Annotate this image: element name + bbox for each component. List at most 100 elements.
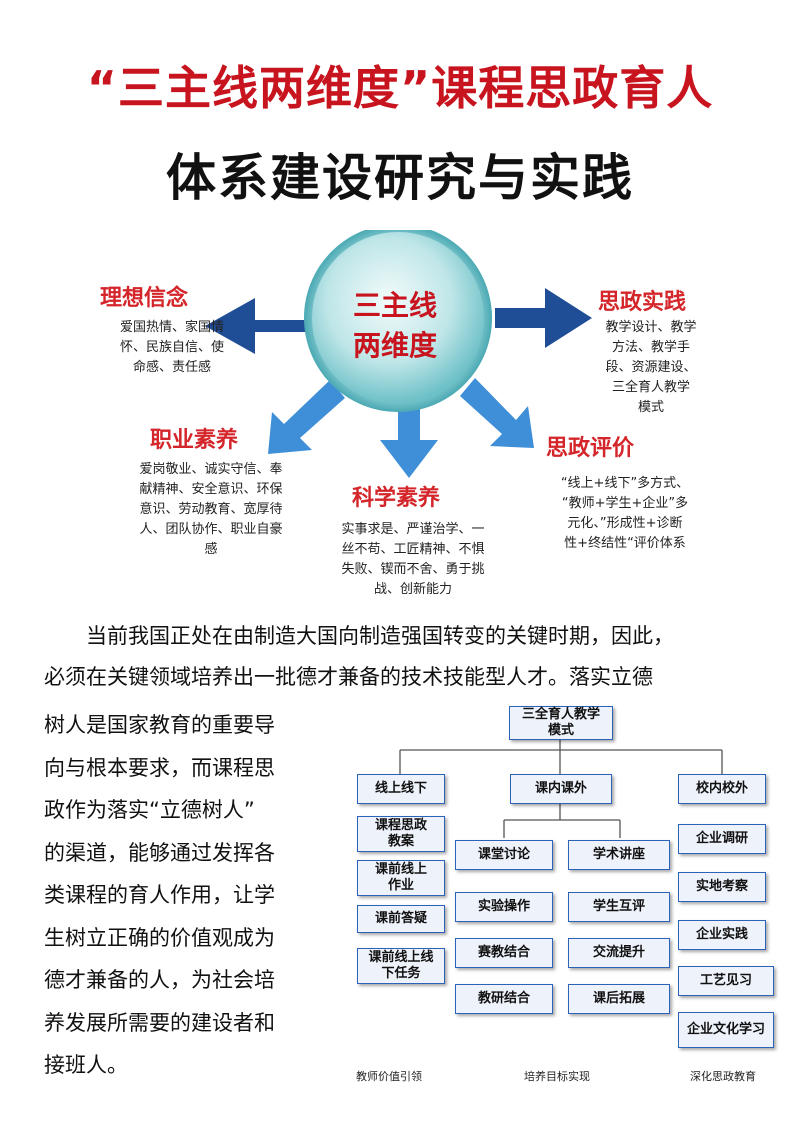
arrow-down-left bbox=[268, 380, 345, 454]
hub-center-text: 三主线 两维度 bbox=[320, 286, 470, 366]
node-desc-line: 献精神、安全意识、环保 bbox=[139, 482, 283, 497]
paragraph-line: 的渠道，能够通过发挥各 bbox=[44, 840, 275, 865]
org-item: 工艺见习 bbox=[678, 966, 774, 996]
org-item: 学生互评 bbox=[568, 892, 670, 922]
org-branch-inclass: 课内课外 bbox=[510, 774, 612, 804]
page-title-line2: 体系建设研究与实践 bbox=[166, 149, 634, 207]
org-caption: 教师价值引领 bbox=[356, 1070, 422, 1083]
node-desc-line: 人、团队协作、职业自豪 bbox=[139, 522, 283, 537]
paragraph-line: 养发展所需要的建设者和 bbox=[44, 1010, 275, 1035]
org-item-label: 课前答疑 bbox=[374, 911, 427, 926]
org-root: 三全育人教学模式 bbox=[509, 706, 613, 740]
paragraph-line: 生树立正确的价值观成为 bbox=[44, 925, 275, 950]
org-item-label: 学术讲座 bbox=[592, 847, 645, 862]
org-item-label: 交流提升 bbox=[592, 945, 645, 960]
org-item: 教研结合 bbox=[455, 984, 553, 1014]
paragraph-line: 接班人。 bbox=[44, 1053, 128, 1077]
node-desc-line: “线上+线下”多方式、 bbox=[560, 476, 690, 491]
paragraph-line: 必须在关键领域培养出一批德才兼备的技术技能型人才。落实立德 bbox=[44, 665, 653, 689]
node-desc-line: 教学设计、教学 bbox=[605, 320, 697, 335]
org-item: 课前线上线下任务 bbox=[357, 948, 445, 984]
node-desc-line: 模式 bbox=[637, 400, 664, 415]
org-item-label: 企业文化学习 bbox=[686, 1022, 765, 1037]
node-desc-line: 怀、民族自信、使 bbox=[119, 340, 224, 355]
org-item-label: 课堂讨论 bbox=[477, 847, 530, 862]
node-desc-lixiang: 爱国热情、家国情 怀、民族自信、使 命感、责任感 bbox=[92, 318, 252, 378]
node-desc-line: 意识、劳动教育、宽厚待 bbox=[139, 502, 283, 517]
org-item: 课前答疑 bbox=[357, 905, 445, 933]
node-desc-line: 失败、锲而不舍、勇于挑 bbox=[341, 562, 485, 577]
body-paragraph-side: 树人是国家教育的重要导 向与根本要求，而课程思 政作为落实“立德树人” 的渠道，… bbox=[44, 704, 334, 1087]
node-desc-line: 爱国热情、家国情 bbox=[119, 320, 224, 335]
node-desc-line: 战、创新能力 bbox=[373, 582, 452, 597]
org-caption: 培养目标实现 bbox=[524, 1070, 590, 1083]
org-item-label: 课前线上作业 bbox=[374, 862, 427, 893]
org-item: 课程思政教案 bbox=[357, 816, 445, 852]
org-item: 实地考察 bbox=[678, 872, 766, 902]
org-item: 课堂讨论 bbox=[455, 840, 553, 870]
node-desc-line: 元化、”形成性+诊断 bbox=[567, 516, 683, 531]
node-desc-pingjia: “线上+线下”多方式、 “教师+学生+企业”多 元化、”形成性+诊断 性+终结性… bbox=[530, 474, 720, 554]
node-title: 科学素养 bbox=[352, 486, 441, 511]
org-item: 课后拓展 bbox=[568, 984, 670, 1014]
node-title: 思政实践 bbox=[598, 290, 687, 315]
node-desc-kexue: 实事求是、严谨治学、一 丝不苟、工匠精神、不惧 失败、锲而不舍、勇于挑 战、创新… bbox=[318, 520, 508, 600]
org-item-label: 工艺见习 bbox=[699, 973, 752, 988]
node-title: 职业素养 bbox=[150, 428, 239, 453]
org-item-label: 课前线上线下任务 bbox=[368, 950, 434, 981]
org-item-label: 赛教结合 bbox=[477, 945, 530, 960]
node-shijian: 思政实践 bbox=[598, 284, 748, 316]
org-item-label: 课程思政教案 bbox=[374, 818, 427, 849]
org-item: 企业实践 bbox=[678, 920, 766, 950]
hub-center-line2: 两维度 bbox=[352, 329, 437, 362]
node-desc-line: 性+终结性“评价体系 bbox=[564, 536, 686, 551]
org-item: 企业文化学习 bbox=[678, 1012, 774, 1048]
paragraph-line: 类课程的育人作用，让学 bbox=[44, 883, 275, 907]
org-branch-label: 校内校外 bbox=[695, 781, 748, 796]
org-item-label: 课后拓展 bbox=[592, 991, 645, 1006]
org-item: 企业调研 bbox=[678, 824, 766, 854]
node-desc-zhiye: 爱岗敬业、诚实守信、奉 献精神、安全意识、环保 意识、劳动教育、宽厚待 人、团队… bbox=[116, 460, 306, 560]
hub-diagram bbox=[205, 230, 592, 478]
org-branch-label: 课内课外 bbox=[534, 781, 587, 796]
paragraph-line: 树人是国家教育的重要导 bbox=[44, 713, 275, 737]
node-desc-shijian: 教学设计、教学 方法、教学手 段、资源建设、 三全育人教学 模式 bbox=[586, 318, 716, 418]
node-desc-line: 丝不苟、工匠精神、不惧 bbox=[341, 542, 485, 557]
node-desc-line: 方法、教学手 bbox=[611, 340, 690, 355]
org-branch-online: 线上线下 bbox=[357, 774, 445, 804]
node-desc-line: 实事求是、严谨治学、一 bbox=[341, 522, 485, 537]
org-item-label: 实验操作 bbox=[477, 899, 530, 914]
org-item: 课前线上作业 bbox=[357, 860, 445, 896]
org-item-label: 教研结合 bbox=[477, 991, 530, 1006]
org-item: 赛教结合 bbox=[455, 938, 553, 968]
node-title: 理想信念 bbox=[100, 286, 189, 311]
node-desc-line: 感 bbox=[204, 542, 218, 557]
node-zhiye: 职业素养 bbox=[150, 422, 300, 454]
node-title: 思政评价 bbox=[546, 436, 635, 461]
org-branch-label: 线上线下 bbox=[374, 781, 427, 796]
org-branch-campus: 校内校外 bbox=[678, 774, 766, 804]
arrow-down bbox=[380, 395, 438, 478]
org-root-label: 三全育人教学模式 bbox=[521, 707, 600, 738]
paragraph-line: 政作为落实“立德树人” bbox=[44, 798, 255, 822]
arrow-down-right bbox=[460, 378, 534, 448]
node-desc-line: 三全育人教学 bbox=[611, 380, 690, 395]
org-item: 交流提升 bbox=[568, 938, 670, 968]
node-desc-line: “教师+学生+企业”多 bbox=[561, 496, 689, 511]
org-item-label: 企业实践 bbox=[695, 927, 748, 942]
org-item: 实验操作 bbox=[455, 892, 553, 922]
hub-circle bbox=[312, 232, 484, 404]
paragraph-line: 当前我国正处在由制造大国向制造强国转变的关键时期，因此， bbox=[86, 624, 674, 648]
node-lixiang: 理想信念 bbox=[100, 280, 250, 312]
paragraph-line: 德才兼备的人，为社会培 bbox=[44, 968, 275, 992]
arrow-left bbox=[205, 298, 305, 354]
node-kexue: 科学素养 bbox=[352, 480, 502, 512]
arrow-right bbox=[495, 288, 592, 348]
node-pingjia: 思政评价 bbox=[546, 430, 696, 462]
hub-center-line1: 三主线 bbox=[352, 289, 437, 322]
node-desc-line: 命感、责任感 bbox=[132, 360, 211, 375]
org-item-label: 实地考察 bbox=[695, 879, 748, 894]
page-title-line1: “三主线两维度”课程思政育人 bbox=[86, 61, 714, 115]
node-desc-line: 爱岗敬业、诚实守信、奉 bbox=[139, 462, 283, 477]
node-desc-line: 段、资源建设、 bbox=[605, 360, 697, 375]
